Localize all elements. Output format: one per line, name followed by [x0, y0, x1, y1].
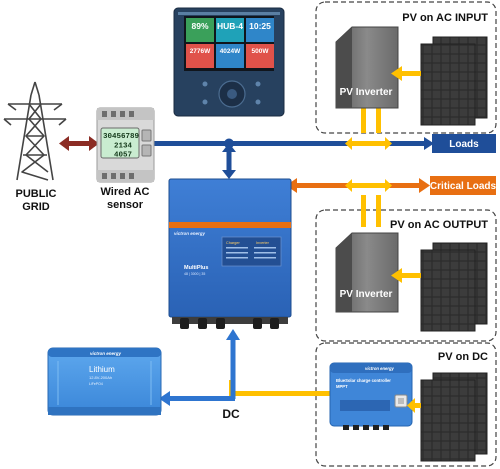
lithium-battery — [47, 347, 162, 416]
solar-panel-array-bottom — [420, 372, 488, 462]
gx-tile-value: 10:25 — [249, 21, 271, 31]
critical-loads-tag — [430, 176, 496, 195]
gx-tile-value: 2776W — [190, 48, 211, 55]
pv-junction-arrows — [345, 137, 392, 192]
multiplus-model: 48 | 3000 | 35 — [184, 272, 205, 276]
public-grid-label-line2: GRID — [22, 201, 50, 213]
pv-inverter-label-bottom: PV Inverter — [340, 289, 393, 300]
mppt-brand: victron energy — [365, 366, 395, 371]
multiplus-brand: victron energy — [174, 231, 206, 236]
meter-reading-2: 2134 — [114, 143, 133, 151]
gx-tile-value: 89% — [191, 21, 208, 31]
gx-tile — [216, 18, 244, 42]
pv-dc-group — [315, 342, 497, 467]
multiplus-status-right: Inverter — [256, 241, 270, 245]
meter-reading-3: 4057 — [114, 152, 132, 160]
gx-tile — [246, 18, 274, 42]
meter-reading-1: 30456789 — [103, 133, 140, 141]
grid-connection-arrow — [59, 136, 99, 151]
gx-display-tiles: 89% HUB-4 10:25 2776W 4024W 500W — [186, 18, 274, 68]
gx-tile — [186, 18, 214, 42]
solar-panel-array-top — [420, 36, 488, 126]
mppt-charge-controller — [329, 362, 413, 430]
battery-brand: victron energy — [90, 351, 122, 356]
solar-panel-array-middle — [420, 242, 488, 332]
mppt-title: BlueSolar charge controller — [336, 378, 391, 383]
ac-sensor-label-line1: Wired AC — [101, 186, 150, 198]
public-grid-label-line1: PUBLIC — [16, 188, 57, 200]
dc-label: DC — [222, 407, 240, 421]
pv-feed-arrows — [391, 66, 421, 413]
critical-loads-label: Critical Loads — [430, 181, 497, 192]
gx-navigation-pad — [202, 80, 261, 108]
multiplus-status-left: Charger — [226, 241, 240, 245]
battery-spec: 12.8V-200Ah — [89, 375, 112, 380]
pv-inverter-label-top: PV Inverter — [340, 87, 393, 98]
pv-ac-input-label: PV on AC INPUT — [402, 12, 488, 24]
mppt-sub: MPPT — [336, 384, 348, 389]
loads-label: Loads — [449, 139, 479, 150]
gx-tile — [216, 44, 244, 68]
gx-tile — [246, 44, 274, 68]
pv-dc-label: PV on DC — [438, 351, 488, 363]
loads-tag — [432, 134, 496, 153]
dc-blue-lines — [159, 329, 240, 406]
power-pylon-icon — [3, 81, 67, 181]
pv-inverter-ac-output — [335, 232, 399, 313]
pv-ac-output-label: PV on AC OUTPUT — [390, 219, 488, 231]
multiplus-name: MultiPlus — [184, 265, 208, 271]
battery-title: Lithium — [89, 365, 115, 374]
pv-ac-output-group — [315, 209, 497, 342]
battery-sub: LiFePO4 — [89, 382, 103, 386]
pv-inverter-ac-input — [335, 26, 399, 109]
gx-tile — [186, 44, 214, 68]
multiplus-inverter — [168, 178, 292, 329]
gx-tile-value: HUB-4 — [217, 21, 243, 31]
gx-tile-value: 4024W — [220, 48, 241, 55]
gx-tile-value: 500W — [252, 48, 270, 55]
pv-ac-input-group — [315, 1, 497, 134]
energy-meter — [96, 107, 155, 183]
ac-sensor-label-line2: sensor — [107, 199, 144, 211]
